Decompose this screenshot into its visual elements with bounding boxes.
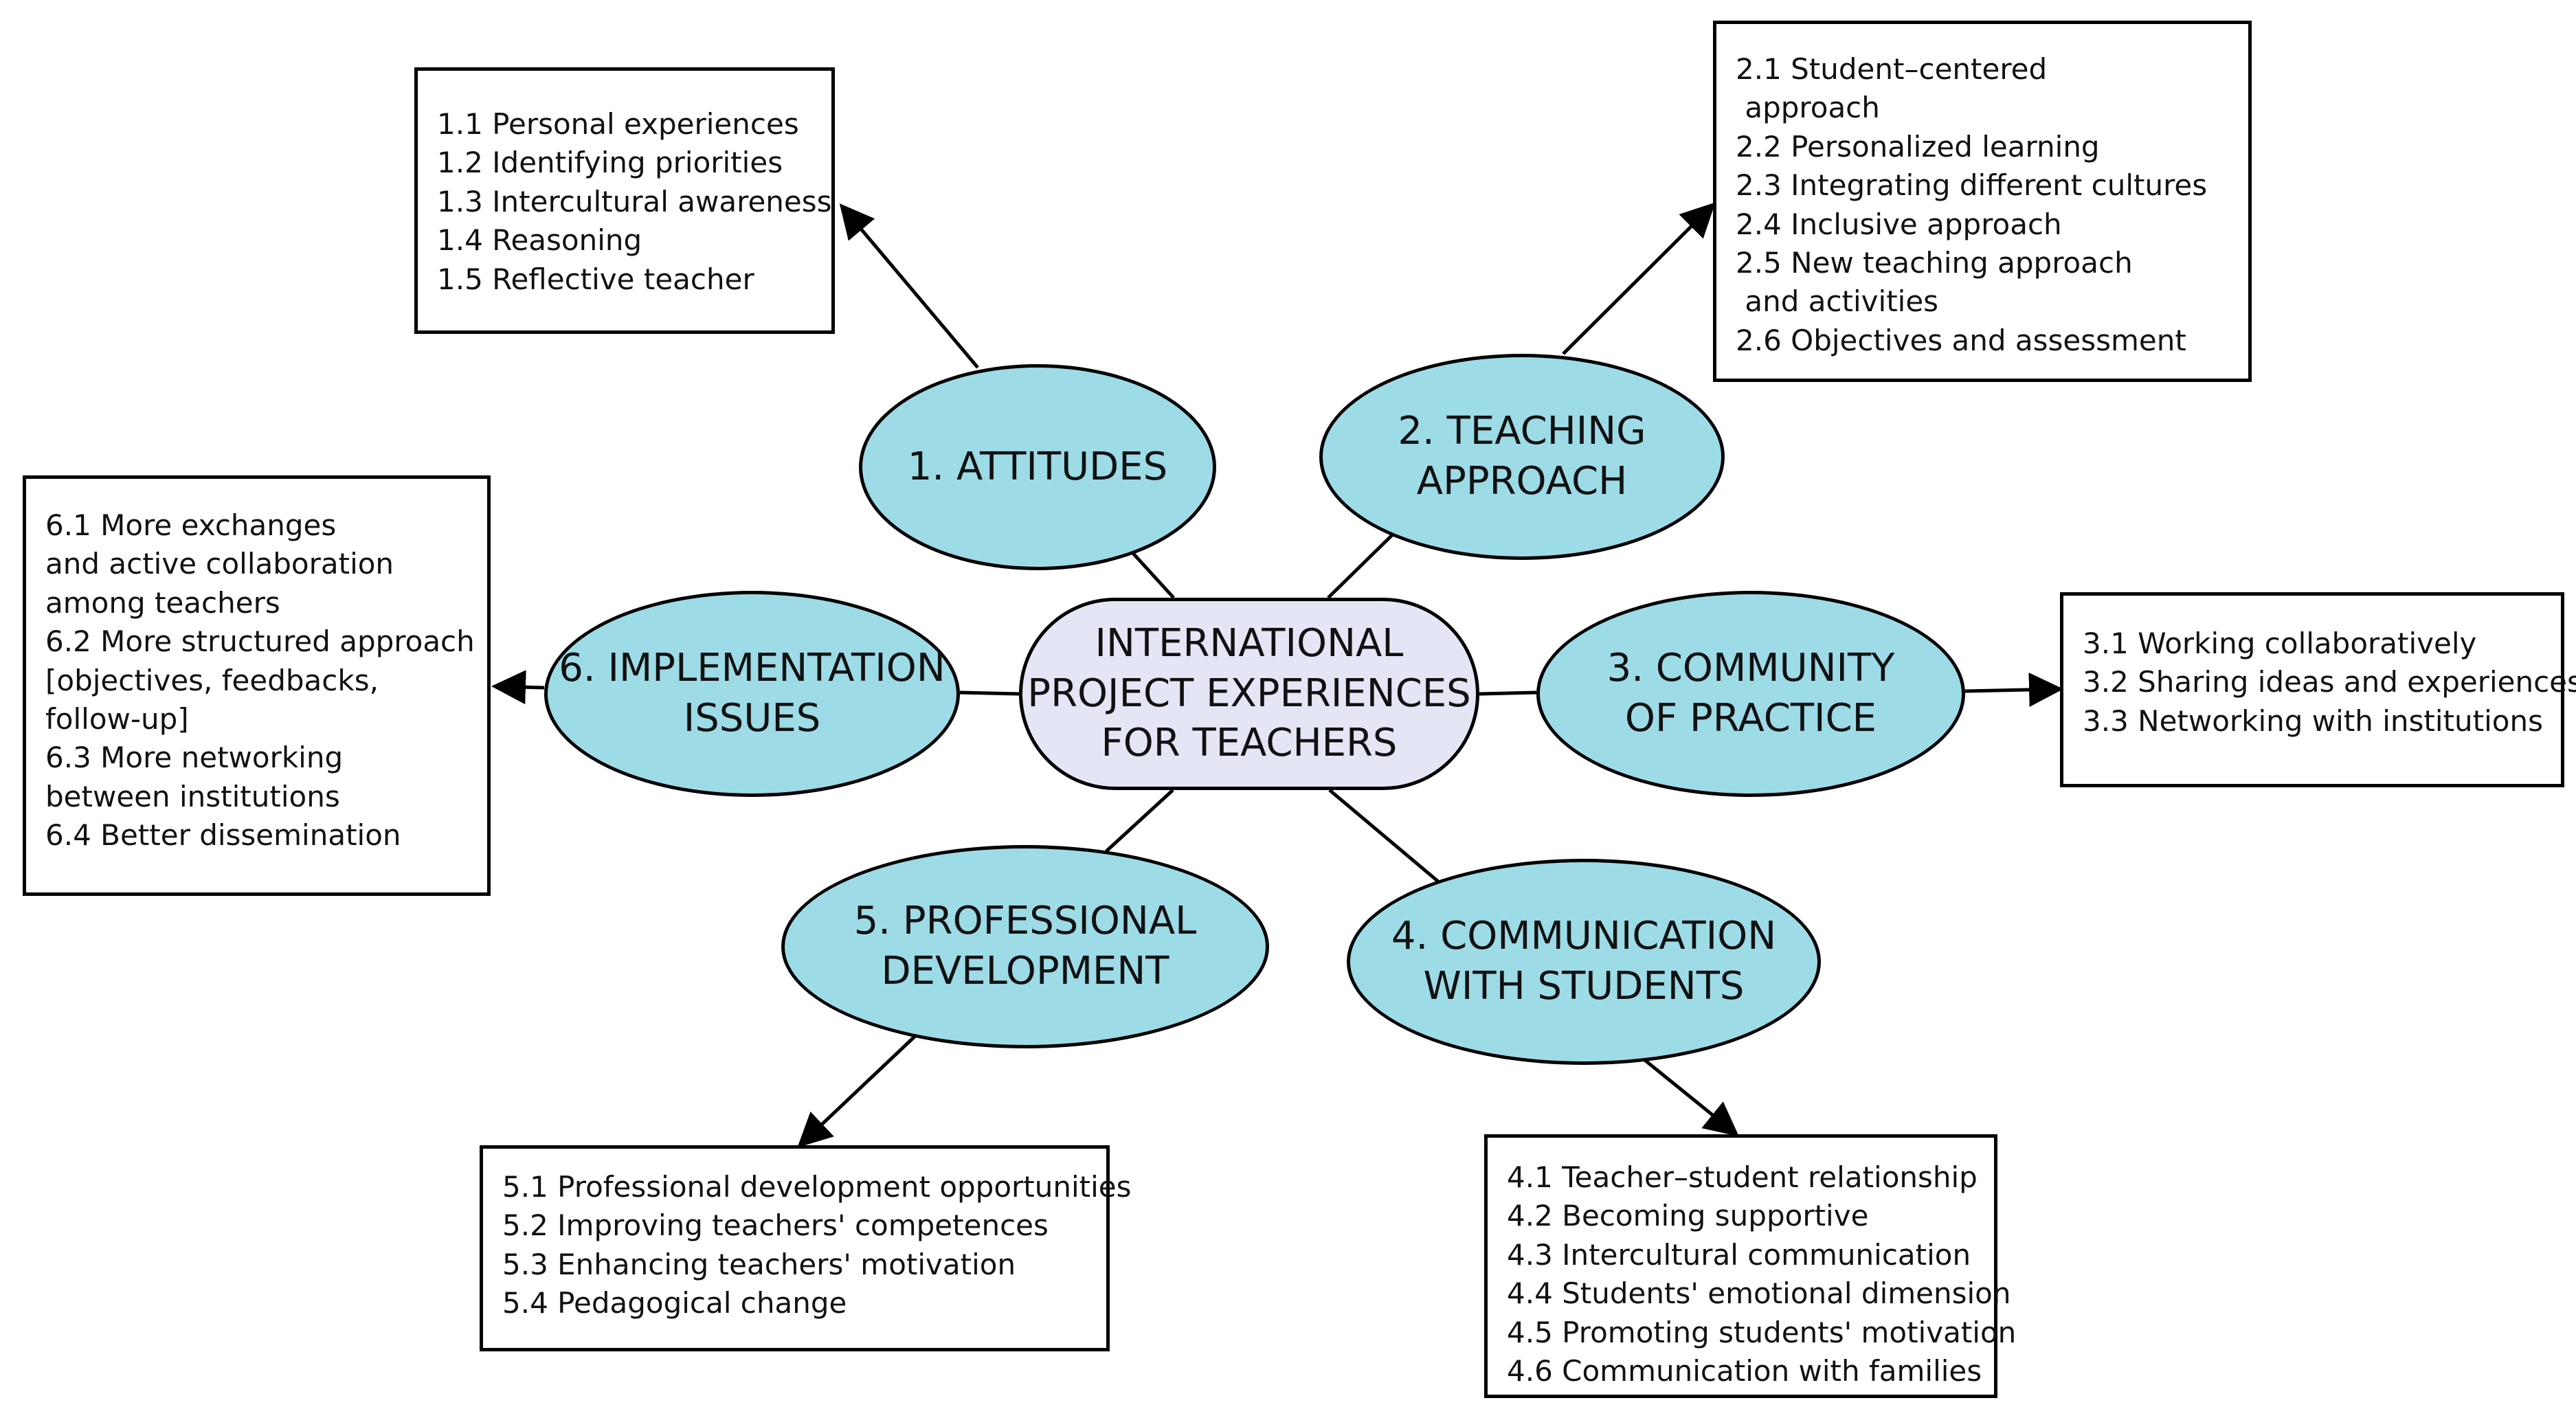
detail-box-implementation-issues: 6.1 More exchanges and active collaborat… [23,475,491,896]
list-item: 4.1 Teacher–student relationship [1507,1160,1978,1194]
detail-box-community-of-practice: 3.1 Working collaboratively 3.2 Sharing … [2060,592,2576,787]
list-item: [objectives, feedbacks, [45,663,379,697]
list-item: 4.5 Promoting students' motivation [1507,1315,2017,1349]
list-item: 1.2 Identifying priorities [437,146,783,180]
theme-label: 4. COMMUNICATION [1391,914,1777,959]
list-item: and active collaboration [45,547,394,581]
theme-node-professional-development: 5. PROFESSIONAL DEVELOPMENT [781,845,1269,1048]
arrow-attitudes [839,203,979,369]
list-item: and activities [1736,284,1939,319]
detail-box-professional-development: 5.1 Professional development opportuniti… [480,1145,1132,1351]
list-item: follow-up] [45,702,189,736]
list-item: 5.4 Pedagogical change [502,1286,847,1320]
list-item: 2.5 New teaching approach [1736,246,2133,280]
list-item: 3.1 Working collaboratively [2083,627,2477,660]
list-item: 3.3 Networking with institutions [2083,704,2543,738]
theme-label: OF PRACTICE [1624,696,1877,741]
list-item: 4.3 Intercultural communication [1507,1237,1971,1272]
connector-center-communication [1328,789,1440,883]
theme-node-communication-with-students: 4. COMMUNICATION WITH STUDENTS [1347,859,1821,1065]
list-item: 1.3 Intercultural awareness [437,184,832,218]
list-item: 6.2 More structured approach [45,624,475,659]
connector-center-teaching [1327,531,1396,599]
list-item: 4.2 Becoming supportive [1507,1199,1869,1233]
theme-label: 1. ATTITUDES [907,444,1168,489]
connector-center-implementation [959,690,1020,696]
theme-node-community-of-practice: 3. COMMUNITY OF PRACTICE [1536,591,1965,797]
arrow-implementation [491,670,545,705]
list-item: 1.5 Reflective teacher [437,262,754,296]
center-label-line: PROJECT EXPERIENCES [1027,671,1471,716]
list-item: among teachers [45,585,280,620]
center-label-line: INTERNATIONAL [1095,620,1404,666]
arrow-communication [1641,1057,1739,1137]
theme-label: APPROACH [1416,459,1628,504]
arrow-teaching [1562,202,1716,355]
list-item: 5.1 Professional development opportuniti… [502,1170,1132,1204]
arrow-community [1964,672,2063,707]
list-item: 2.2 Personalized learning [1736,129,2100,164]
arrow-professional [797,1035,917,1148]
center-label-line: FOR TEACHERS [1101,721,1398,766]
theme-node-teaching-approach: 2. TEACHING APPROACH [1319,354,1725,560]
list-item: 2.6 Objectives and assessment [1736,323,2186,357]
theme-label: WITH STUDENTS [1423,964,1745,1009]
list-item: 1.1 Personal experiences [437,107,799,141]
detail-box-teaching-approach: 2.1 Student–centered approach 2.2 Person… [1713,21,2252,382]
connector-center-community [1479,690,1537,696]
list-item: between institutions [45,779,340,813]
detail-box-attitudes: 1.1 Personal experiences 1.2 Identifying… [414,67,835,334]
list-item: 5.3 Enhancing teachers' motivation [502,1247,1016,1281]
list-item: 3.2 Sharing ideas and experiences [2083,665,2576,699]
theme-label: 2. TEACHING [1398,409,1646,454]
detail-box-communication-with-students: 4.1 Teacher–student relationship 4.2 Bec… [1484,1134,2017,1398]
theme-label: ISSUES [683,696,821,741]
center-node: INTERNATIONAL PROJECT EXPERIENCES FOR TE… [1019,598,1479,790]
list-item: 6.3 More networking [45,741,344,775]
theme-node-implementation-issues: 6. IMPLEMENTATION ISSUES [544,591,960,797]
list-item: 2.3 Integrating different cultures [1736,168,2208,203]
list-item: approach [1736,91,1880,125]
theme-label: DEVELOPMENT [881,949,1169,993]
connector-center-professional [1105,789,1174,853]
theme-node-attitudes: 1. ATTITUDES [859,364,1216,570]
list-item: 2.1 Student–centered [1736,52,2048,86]
list-item: 1.4 Reasoning [437,223,642,258]
list-item: 6.4 Better dissemination [45,818,401,853]
list-item: 4.6 Communication with families [1507,1354,1982,1388]
theme-label: 3. COMMUNITY [1606,646,1895,691]
list-item: 4.4 Students' emotional dimension [1507,1276,2011,1311]
theme-label: 6. IMPLEMENTATION [559,646,945,691]
list-item: 2.4 Inclusive approach [1736,207,2062,241]
theme-label: 5. PROFESSIONAL [853,899,1197,944]
list-item: 5.2 Improving teachers' competences [502,1208,1049,1243]
list-item: 6.1 More exchanges [45,508,337,542]
